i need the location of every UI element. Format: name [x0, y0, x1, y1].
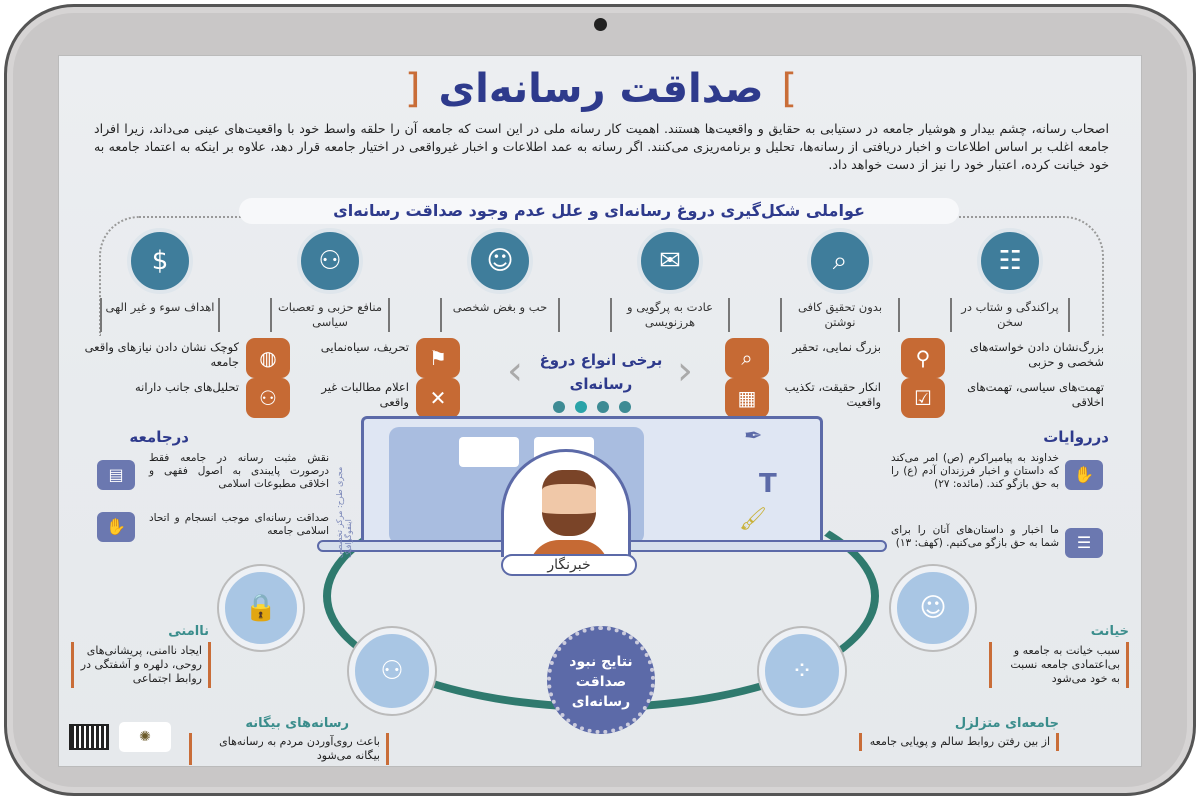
- eyedropper-icon: ✒: [744, 424, 763, 449]
- presentation-icon: ▦: [725, 378, 769, 418]
- society-item: نقش مثبت رسانه در جامعه فقط درصورت پایبن…: [149, 452, 329, 490]
- lock-fingerprint-icon: 🔒: [219, 566, 303, 650]
- document-icon: ▤: [97, 460, 135, 490]
- page-title: ]صداقت رسانه‌ای[: [404, 66, 798, 112]
- result-text: سبب خیانت به جامعه و بی‌اعتمادی جامعه نس…: [989, 642, 1129, 688]
- left-chevron: ‹: [507, 348, 523, 394]
- lie-label: کوچک نشان دادن نیازهای واقعی جامعه: [84, 340, 239, 369]
- society-heading: درجامعه: [129, 428, 189, 446]
- narration-item: خداوند به پیامبراکرم (ص) امر می‌کند که د…: [891, 452, 1059, 490]
- factor-label: عادت به پرگویی و هرزنویسی: [610, 298, 730, 332]
- magnifier-person-icon: ⚲: [901, 338, 945, 378]
- hands-globe-icon: ◍: [246, 338, 290, 378]
- layout-card: [459, 437, 519, 467]
- people-network-icon: ⚇: [349, 628, 435, 714]
- money-network-icon: $: [127, 228, 193, 294]
- lie-label: انکار حقیقت، تکذیب واقعیت: [784, 380, 881, 409]
- person-list-icon: ☰: [1065, 528, 1103, 558]
- factor-label: اهداف سوء و غیر الهی: [100, 298, 220, 332]
- lie-label: بزرگ‌نشان دادن خواسته‌های شخصی و حزبی: [969, 340, 1104, 369]
- result-text: ایجاد ناامنی، پریشانی‌های روحی، دلهره و …: [71, 642, 211, 688]
- strategy-board-icon: ✕: [416, 378, 460, 418]
- side-credit: مجری طرح: مرکز تخصصی اینفوگرافیک: [335, 466, 353, 558]
- decor-dot: [553, 401, 565, 413]
- audience-chart-icon: ⚑: [416, 338, 460, 378]
- journalist-label: خبرنگار: [501, 554, 637, 576]
- right-chevron: ›: [677, 348, 693, 394]
- decor-dot: [619, 401, 631, 413]
- text-tool-icon: T: [759, 469, 777, 499]
- magnify-chart-icon: ⌕: [725, 338, 769, 378]
- result-title: جامعه‌ای متزلزل: [954, 716, 1059, 731]
- result-text: از بین رفتن روابط سالم و پویایی جامعه: [859, 733, 1059, 751]
- infographic-screen: ]صداقت رسانه‌ای[ اصحاب رسانه، چشم بیدار …: [58, 55, 1142, 767]
- narration-item: ما اخبار و داستان‌های آنان را برای شما ب…: [891, 524, 1059, 549]
- hand-book-icon: ✋: [1065, 460, 1103, 490]
- decor-dot: [597, 401, 609, 413]
- title-text: صداقت رسانه‌ای: [438, 66, 764, 112]
- group-icon: ⚇: [297, 228, 363, 294]
- speech-bubble-icon: ✉: [637, 228, 703, 294]
- result-title: ناامنی: [168, 624, 209, 639]
- checklist-magnifier-icon: ☑: [901, 378, 945, 418]
- lie-label: اعلام مطالبات غیر واقعی: [321, 380, 409, 409]
- person-broadcast-icon: ☺: [467, 228, 533, 294]
- lie-label: بزرگ نمایی، تحقیر: [792, 340, 881, 354]
- lie-label: تحلیل‌های جانب دارانه: [134, 380, 239, 394]
- handshake-icon: ✋: [97, 512, 135, 542]
- face-chart-icon: ☺: [891, 566, 975, 650]
- decor-dot: [575, 401, 587, 413]
- lie-label: تهمت‌های سیاسی، تهمت‌های اخلاقی: [967, 380, 1104, 409]
- qr-code[interactable]: [69, 724, 109, 750]
- factor-label: پراکندگی و شتاب در سخن: [950, 298, 1070, 332]
- lie-label: تحریف، سیاه‌نمایی: [320, 340, 409, 354]
- society-item: صداقت رسانه‌ای موجب انسجام و اتحاد اسلام…: [149, 512, 329, 537]
- results-heading: نتایج نبود صداقت رسانه‌ای: [547, 626, 655, 734]
- result-title: رسانه‌های بیگانه: [245, 716, 349, 731]
- result-title: خیانت: [1090, 624, 1129, 639]
- camera-icon: [594, 18, 607, 31]
- factor-label: حب و بغض شخصی: [440, 298, 560, 332]
- intro-paragraph: اصحاب رسانه، چشم بیدار و هوشیار جامعه در…: [94, 121, 1109, 172]
- factors-heading: عواملی شکل‌گیری دروغ رسانه‌ای و علل عدم …: [239, 198, 959, 224]
- chat-people-icon: ☷: [977, 228, 1043, 294]
- factor-label: بدون تحقیق کافی نوشتن: [780, 298, 900, 332]
- dots-grid-icon: ⁘: [759, 628, 845, 714]
- factor-label: منافع حزبی و تعصبات سیاسی: [270, 298, 390, 332]
- brush-icon: 🖌: [739, 507, 767, 532]
- organization-logo: ✺: [119, 722, 171, 752]
- result-text: باعث روی‌آوردن مردم به رسانه‌های بیگانه …: [189, 733, 389, 765]
- lies-heading: برخی انواع دروغ رسانه‌ای: [539, 351, 663, 393]
- shirt: [529, 540, 609, 557]
- face: [542, 470, 596, 536]
- people-talking-icon: ⚇: [246, 378, 290, 418]
- journalist-avatar: [501, 449, 631, 557]
- narrations-heading: درروایات: [1043, 428, 1109, 446]
- documents-search-icon: ⌕: [807, 228, 873, 294]
